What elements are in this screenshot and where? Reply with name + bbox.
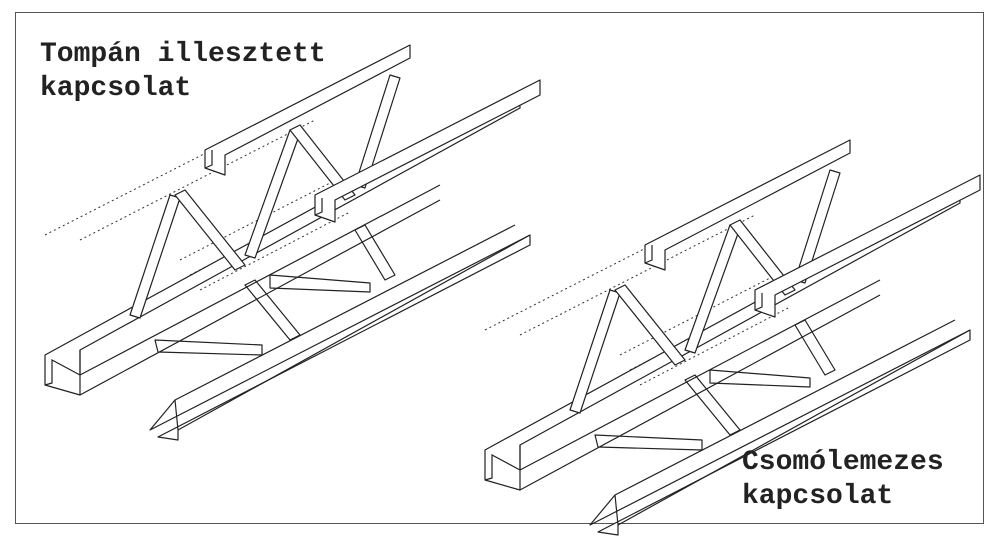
left-caption-line2: kapcsolat	[40, 73, 192, 104]
right-caption-line1: Csomólemezes	[742, 447, 944, 478]
diagram-frame	[15, 12, 984, 524]
left-caption-line1: Tompán illesztett	[40, 39, 326, 70]
right-caption-line2: kapcsolat	[742, 481, 894, 512]
